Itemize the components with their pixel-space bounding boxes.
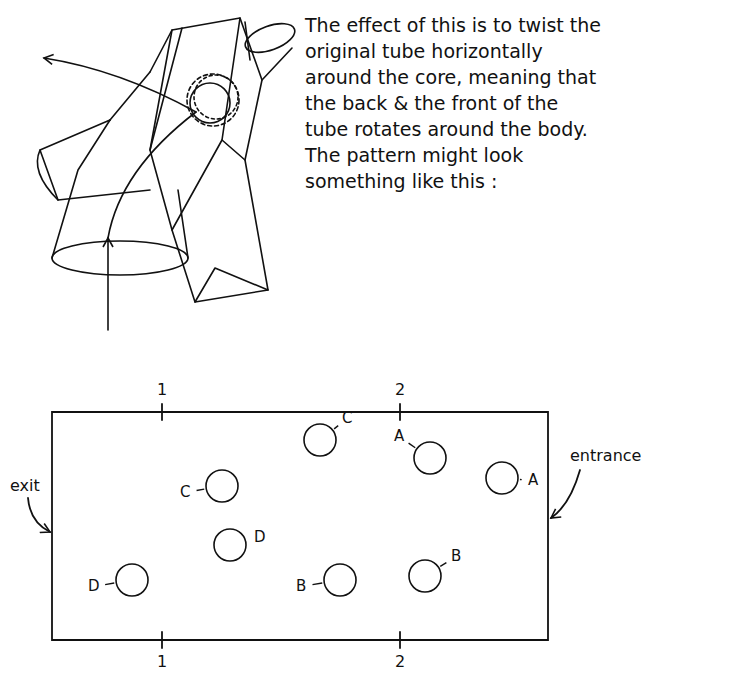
leader-line	[520, 479, 522, 481]
pattern-hole: C	[205, 469, 239, 503]
pattern-hole: B	[323, 563, 357, 597]
note-text: The effect of this is to twist the origi…	[305, 12, 605, 194]
leader-line	[197, 489, 205, 490]
hole-outline	[323, 563, 357, 597]
hole-letter: C	[342, 410, 352, 427]
hole-outline	[115, 563, 149, 597]
hole-outline	[485, 461, 519, 495]
side-label: exit	[10, 476, 40, 495]
leader-line	[312, 583, 322, 585]
leader-line	[409, 443, 416, 448]
pattern-hole: C	[303, 423, 337, 457]
tick-number: 2	[395, 652, 405, 671]
hole-outline	[408, 559, 442, 593]
tick-number: 2	[395, 380, 405, 399]
hole-letter: A	[528, 472, 538, 489]
pattern-hole: A	[485, 461, 519, 495]
hole-letter: D	[88, 578, 100, 595]
tick-number: 1	[157, 380, 167, 399]
leader-line	[440, 563, 446, 567]
hole-letter: D	[254, 529, 266, 546]
side-label: entrance	[570, 446, 641, 465]
hole-outline	[213, 528, 247, 562]
hole-letter: B	[451, 548, 461, 565]
pattern-hole: A	[413, 441, 447, 475]
hole-outline	[413, 441, 447, 475]
hole-outline	[303, 423, 337, 457]
hole-outline	[205, 469, 239, 503]
pattern-hole: D	[115, 563, 149, 597]
hole-letter: B	[296, 578, 306, 595]
pattern-hole: D	[213, 528, 247, 562]
tick-number: 1	[157, 652, 167, 671]
hole-letter: C	[180, 484, 190, 501]
leader-line	[105, 583, 114, 585]
leader-line	[334, 426, 338, 429]
hole-letter: A	[394, 428, 404, 445]
pattern-hole: B	[408, 559, 442, 593]
